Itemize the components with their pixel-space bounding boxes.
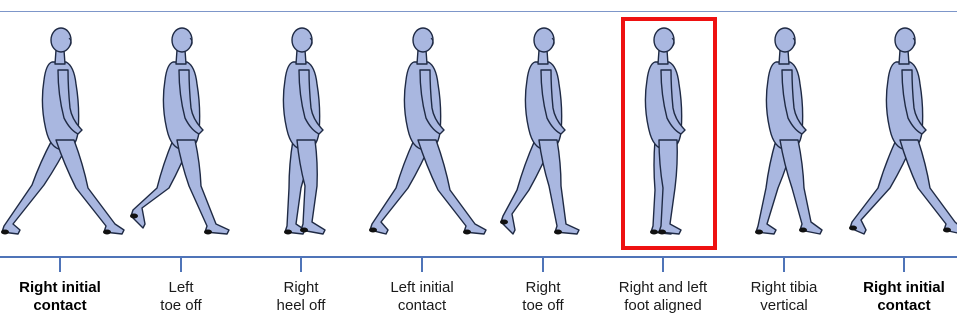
phase-label-line: Right initial <box>844 279 957 297</box>
back-leg-heel <box>369 228 377 233</box>
timeline-tick <box>300 256 302 272</box>
back-leg-heel <box>755 230 763 235</box>
phase-label-line: Right <box>483 279 603 297</box>
walking-figure-left-initial-contact <box>369 28 486 235</box>
head <box>895 28 915 52</box>
phase-label-line: Right and left <box>603 279 723 297</box>
walking-figure-right-toe-off <box>500 28 579 235</box>
back-leg <box>2 140 70 234</box>
timeline-tick <box>542 256 544 272</box>
timeline-tick <box>903 256 905 272</box>
phase-label-line: Right initial <box>0 279 120 297</box>
walking-figure-left-toe-off <box>130 28 229 235</box>
front-leg-heel <box>799 228 807 233</box>
phase-label-line: toe off <box>121 297 241 315</box>
front-leg <box>56 140 124 234</box>
walking-figures <box>0 0 957 256</box>
phase-label-line: contact <box>362 297 482 315</box>
timeline-axis <box>0 256 957 258</box>
phase-label-line: Left initial <box>362 279 482 297</box>
back-leg-heel <box>849 226 857 231</box>
walking-figure-right-initial-contact-1 <box>1 28 124 235</box>
back-leg-heel <box>500 220 508 225</box>
phase-label-line: Left <box>121 279 241 297</box>
back-leg-heel <box>130 214 138 219</box>
head <box>413 28 433 52</box>
phase-label-line: foot aligned <box>603 297 723 315</box>
phase-label-line: heel off <box>241 297 361 315</box>
head <box>534 28 554 52</box>
front-leg <box>177 140 229 234</box>
front-leg-heel <box>463 230 471 235</box>
front-leg-heel <box>103 230 111 235</box>
front-leg <box>539 140 579 234</box>
head <box>775 28 795 52</box>
head <box>51 28 71 52</box>
timeline-tick <box>783 256 785 272</box>
timeline-tick <box>180 256 182 272</box>
phase-label-line: toe off <box>483 297 603 315</box>
front-leg-heel <box>554 230 562 235</box>
head <box>172 28 192 52</box>
front-leg-heel <box>204 230 212 235</box>
front-leg <box>780 140 822 234</box>
phase-label-line: Right tibia <box>724 279 844 297</box>
head <box>292 28 312 52</box>
highlight-box <box>621 17 717 250</box>
front-leg-heel <box>300 228 308 233</box>
phase-label-line: contact <box>0 297 120 315</box>
phase-label-line: Right <box>241 279 361 297</box>
front-leg <box>900 140 957 234</box>
back-leg-heel <box>1 230 9 235</box>
phase-label-line: vertical <box>724 297 844 315</box>
timeline-tick <box>59 256 61 272</box>
phase-label-line: contact <box>844 297 957 315</box>
walking-figure-right-initial-contact-2 <box>849 28 957 234</box>
timeline-tick <box>662 256 664 272</box>
timeline-tick <box>421 256 423 272</box>
front-leg <box>418 140 486 234</box>
walking-figure-right-tibia-vertical <box>755 28 822 235</box>
front-leg-heel <box>943 228 951 233</box>
back-leg-heel <box>284 230 292 235</box>
walking-figure-right-heel-off <box>283 28 325 235</box>
